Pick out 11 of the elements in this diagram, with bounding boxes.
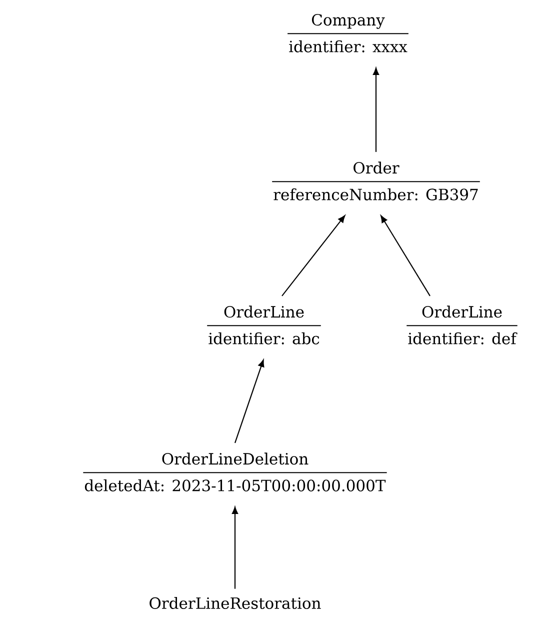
class-box: OrderLineDeletion deletedAt: 2023-11-05T00:00:00.000T — [82, 452, 388, 492]
arrow — [282, 215, 346, 296]
arrow — [380, 215, 430, 296]
class-box: Order referenceNumber: GB397 — [272, 162, 480, 200]
arrow — [232, 506, 238, 589]
class-label: OrderLineRestoration — [150, 597, 321, 609]
class-box: OrderLine identifier: def — [406, 306, 518, 344]
arrow — [372, 68, 380, 152]
class-box: Company identifier: xxxx — [287, 14, 409, 52]
arrow — [234, 360, 264, 444]
class-box: OrderLine identifier: abc — [206, 306, 322, 344]
